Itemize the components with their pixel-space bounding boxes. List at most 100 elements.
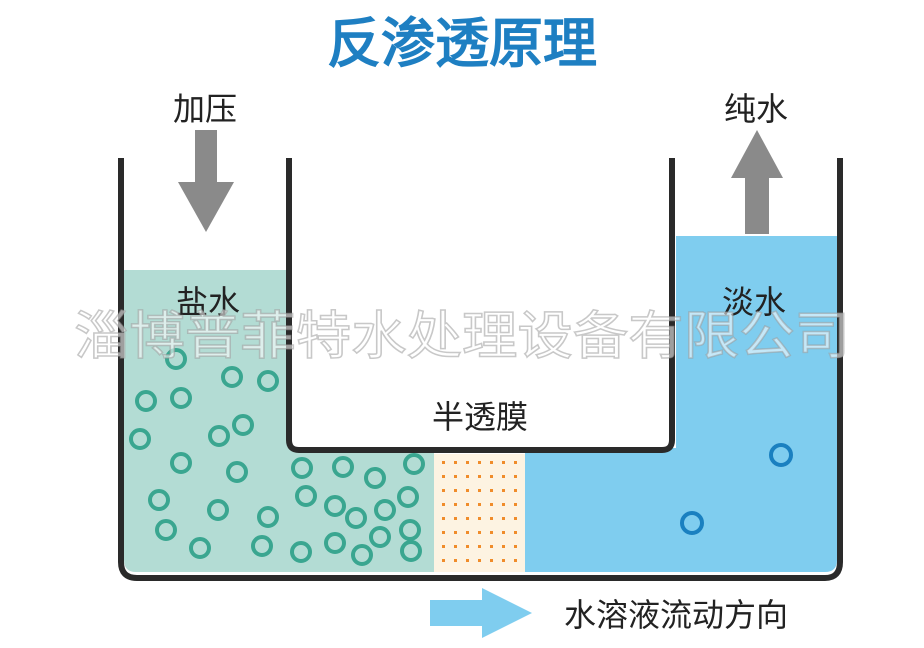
membrane-dot: [490, 489, 493, 492]
membrane-dot: [502, 461, 505, 464]
membrane-dot: [490, 559, 493, 562]
watermark-text: 淄博普菲特水处理设备有限公司: [74, 307, 850, 367]
salt-particle: [295, 485, 317, 507]
membrane-dot: [502, 475, 505, 478]
membrane-dot: [442, 503, 445, 506]
membrane-dot: [442, 489, 445, 492]
membrane-dot: [454, 545, 457, 548]
pressure-label: 加压: [173, 90, 237, 128]
salt-particle: [345, 507, 367, 529]
membrane-dot: [502, 545, 505, 548]
arrow-right-icon: [430, 588, 532, 638]
membrane-dot: [478, 475, 481, 478]
salt-particle: [207, 499, 229, 521]
fresh-water-particle: [769, 443, 793, 467]
salt-particle: [364, 467, 386, 489]
membrane-label: 半透膜: [432, 398, 528, 436]
membrane-dot: [454, 503, 457, 506]
salt-particle: [374, 499, 396, 521]
membrane-dot: [466, 545, 469, 548]
tank-outline: [118, 158, 843, 581]
membrane-dot: [514, 545, 517, 548]
membrane-dot: [442, 461, 445, 464]
membrane-dot: [514, 461, 517, 464]
membrane-dot: [514, 559, 517, 562]
salt-particle: [208, 425, 230, 447]
membrane-dot: [502, 503, 505, 506]
salt-particle: [148, 489, 170, 511]
salt-particle: [324, 532, 346, 554]
salt-particle: [170, 387, 192, 409]
membrane-dot: [490, 531, 493, 534]
fresh-water-label: 淡水: [722, 283, 786, 321]
membrane-dot: [514, 475, 517, 478]
salt-particle: [135, 390, 157, 412]
membrane-dot: [442, 559, 445, 562]
salt-particle: [232, 414, 254, 436]
salt-particle: [324, 495, 346, 517]
membrane-dot: [442, 531, 445, 534]
membrane-dot: [490, 461, 493, 464]
membrane-dot: [466, 489, 469, 492]
membrane-dot: [466, 461, 469, 464]
salt-water-label: 盐水: [176, 283, 240, 321]
membrane-dot: [514, 531, 517, 534]
salt-particle: [400, 540, 422, 562]
salt-particle: [189, 537, 211, 559]
membrane-dot: [490, 545, 493, 548]
salt-particle: [257, 370, 279, 392]
arrow-up-icon: [731, 130, 783, 234]
membrane-dot: [478, 531, 481, 534]
salt-particle: [226, 461, 248, 483]
salt-particle: [290, 541, 312, 563]
membrane-dot: [442, 517, 445, 520]
membrane-dot: [514, 489, 517, 492]
membrane-dot: [466, 531, 469, 534]
salt-particle: [155, 519, 177, 541]
membrane-dots: [442, 461, 517, 562]
membrane-dot: [466, 503, 469, 506]
arrow-down-icon: [178, 130, 234, 232]
membrane-dot: [478, 489, 481, 492]
salt-particle: [351, 544, 373, 566]
membrane-dot: [442, 545, 445, 548]
flow-direction-label: 水溶液流动方向: [564, 596, 788, 634]
membrane-dot: [478, 461, 481, 464]
salt-particle: [251, 535, 273, 557]
salt-particle: [332, 456, 354, 478]
salt-particle: [129, 428, 151, 450]
semi-permeable-membrane: [434, 454, 525, 572]
membrane-dot: [514, 517, 517, 520]
salt-particle: [221, 366, 243, 388]
salt-particles: [129, 348, 425, 566]
membrane-dot: [454, 531, 457, 534]
membrane-dot: [454, 475, 457, 478]
salt-particle: [165, 348, 187, 370]
diagram-title: 反渗透原理: [327, 12, 597, 75]
salt-particle: [257, 506, 279, 528]
membrane-dot: [466, 475, 469, 478]
membrane-dot: [490, 475, 493, 478]
salt-particle: [397, 486, 419, 508]
membrane-dot: [442, 475, 445, 478]
salt-particle: [170, 452, 192, 474]
salt-water-region: [124, 270, 434, 572]
membrane-dot: [454, 489, 457, 492]
membrane-dot: [454, 517, 457, 520]
fresh-water-region: [525, 236, 837, 572]
fresh-water-particles: [680, 443, 793, 535]
fresh-water-particle: [680, 511, 704, 535]
membrane-dot: [502, 531, 505, 534]
membrane-dot: [490, 503, 493, 506]
salt-particle: [399, 519, 421, 541]
membrane-dot: [466, 559, 469, 562]
membrane-dot: [514, 503, 517, 506]
membrane-dot: [502, 559, 505, 562]
membrane-dot: [478, 503, 481, 506]
salt-particle: [403, 453, 425, 475]
membrane-dot: [490, 517, 493, 520]
salt-particle: [291, 457, 313, 479]
salt-particle: [369, 526, 391, 548]
membrane-dot: [502, 517, 505, 520]
